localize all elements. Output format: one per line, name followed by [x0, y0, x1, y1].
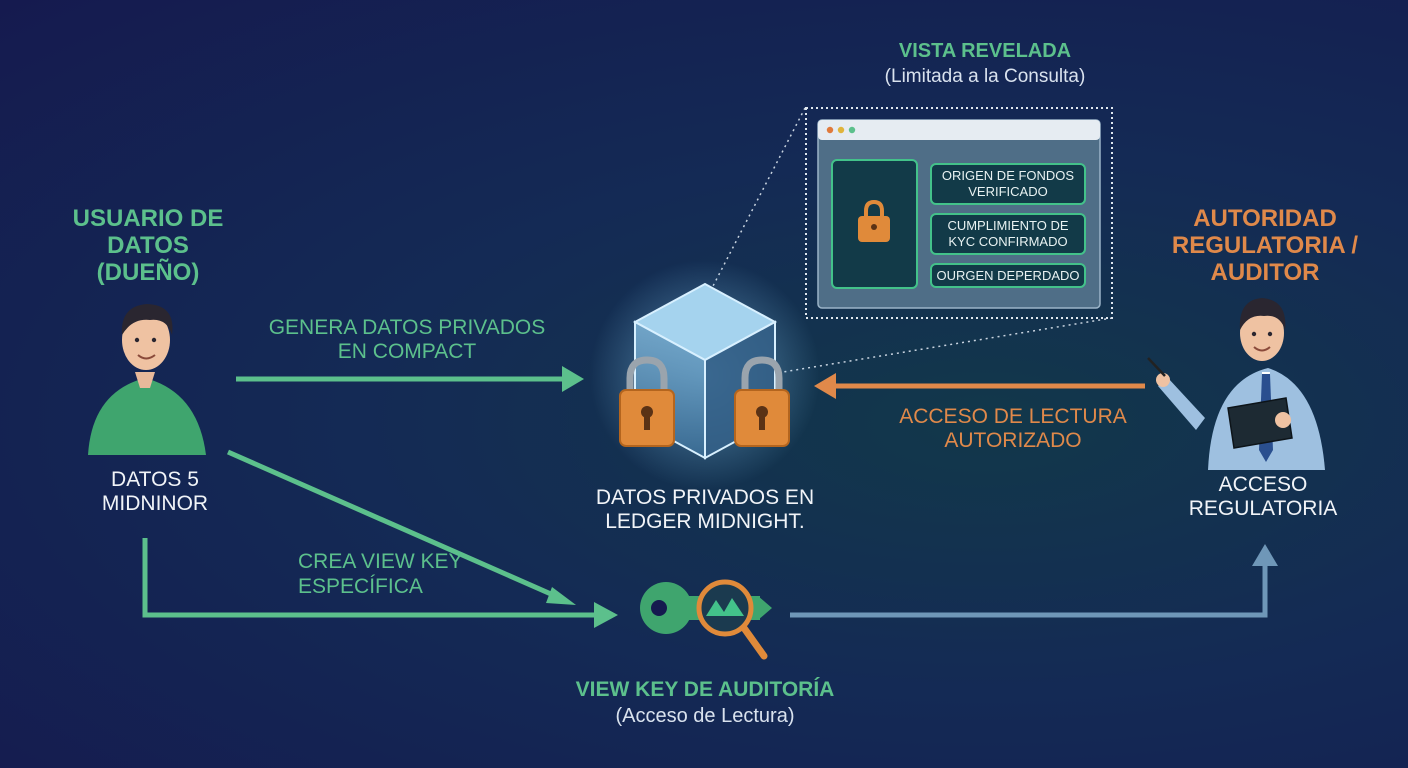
key-to-authority-arrow [790, 544, 1278, 618]
create-key-action-label: CREA VIEW KEY ESPECÍFICA [298, 550, 463, 599]
owner-to-key-arrow [142, 538, 618, 628]
reveal-item-origin-status: OURGEN DEPERDADO [930, 263, 1086, 288]
reveal-item-funds-origin: ORIGEN DE FONDOS VERIFICADO [930, 163, 1086, 205]
owner-person-icon [88, 304, 206, 455]
panel-padlock-icon [858, 199, 890, 242]
read-access-action-label: ACCESO DE LECTURA AUTORIZADO [899, 405, 1127, 452]
reveal-subtitle: (Limitada a la Consulta) [884, 66, 1086, 87]
owner-data-label: DATOS 5 MIDNINOR [101, 468, 209, 515]
zoom-lines [711, 107, 1113, 373]
reveal-title: VISTA REVELADA [898, 40, 1072, 62]
view-key-subtitle: (Acceso de Lectura) [615, 705, 795, 727]
ledger-label: DATOS PRIVADOS EN LEDGER MIDNIGHT. [595, 486, 815, 533]
authority-access-label: ACCESO REGULATORIA [1188, 473, 1338, 520]
read-access-arrow [814, 373, 1145, 399]
owner-role-label: USUARIO DE DATOS (DUEÑO) [72, 205, 224, 286]
view-key-title: VIEW KEY DE AUDITORÍA [575, 678, 835, 701]
auditor-person-icon [1147, 298, 1325, 470]
reveal-item-kyc-compliance: CUMPLIMIENTO DE KYC CONFIRMADO [930, 213, 1086, 255]
right-padlock-icon [734, 356, 790, 447]
generate-action-label: GENERA DATOS PRIVADOS EN COMPACT [268, 316, 546, 363]
ledger-cube-icon [590, 260, 820, 490]
magnifier-icon [696, 579, 768, 660]
generate-arrow [236, 366, 584, 392]
authority-role-label: AUTORIDAD REGULATORIA / AUDITOR [1171, 205, 1359, 286]
diagonal-arrow [226, 449, 576, 605]
left-padlock-icon [619, 356, 675, 447]
